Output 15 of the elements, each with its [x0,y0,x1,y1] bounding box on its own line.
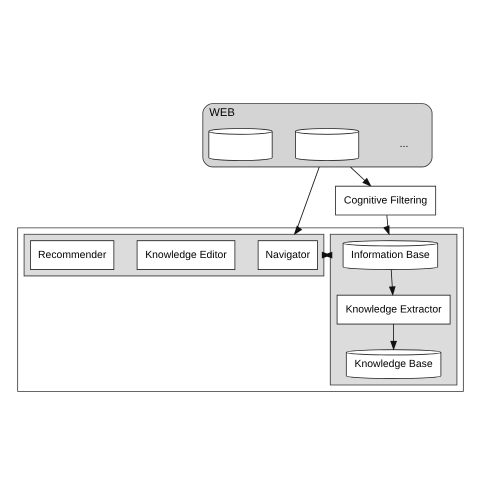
cluster [24,234,324,276]
arrow [294,166,320,236]
arrow [322,252,332,258]
label: ... [400,139,408,150]
arrow [383,214,390,236]
cluster [330,234,458,386]
arrow [350,166,372,187]
node-box: Navigator [258,240,318,270]
cluster [17,227,464,392]
arrow [388,269,396,296]
node-box: Knowledge Editor [136,240,236,270]
node-box: Knowledge Extractor [336,294,450,324]
node-box: Cognitive Filtering [335,186,436,216]
node-box: Recommender [30,240,114,270]
arrow [390,324,397,351]
